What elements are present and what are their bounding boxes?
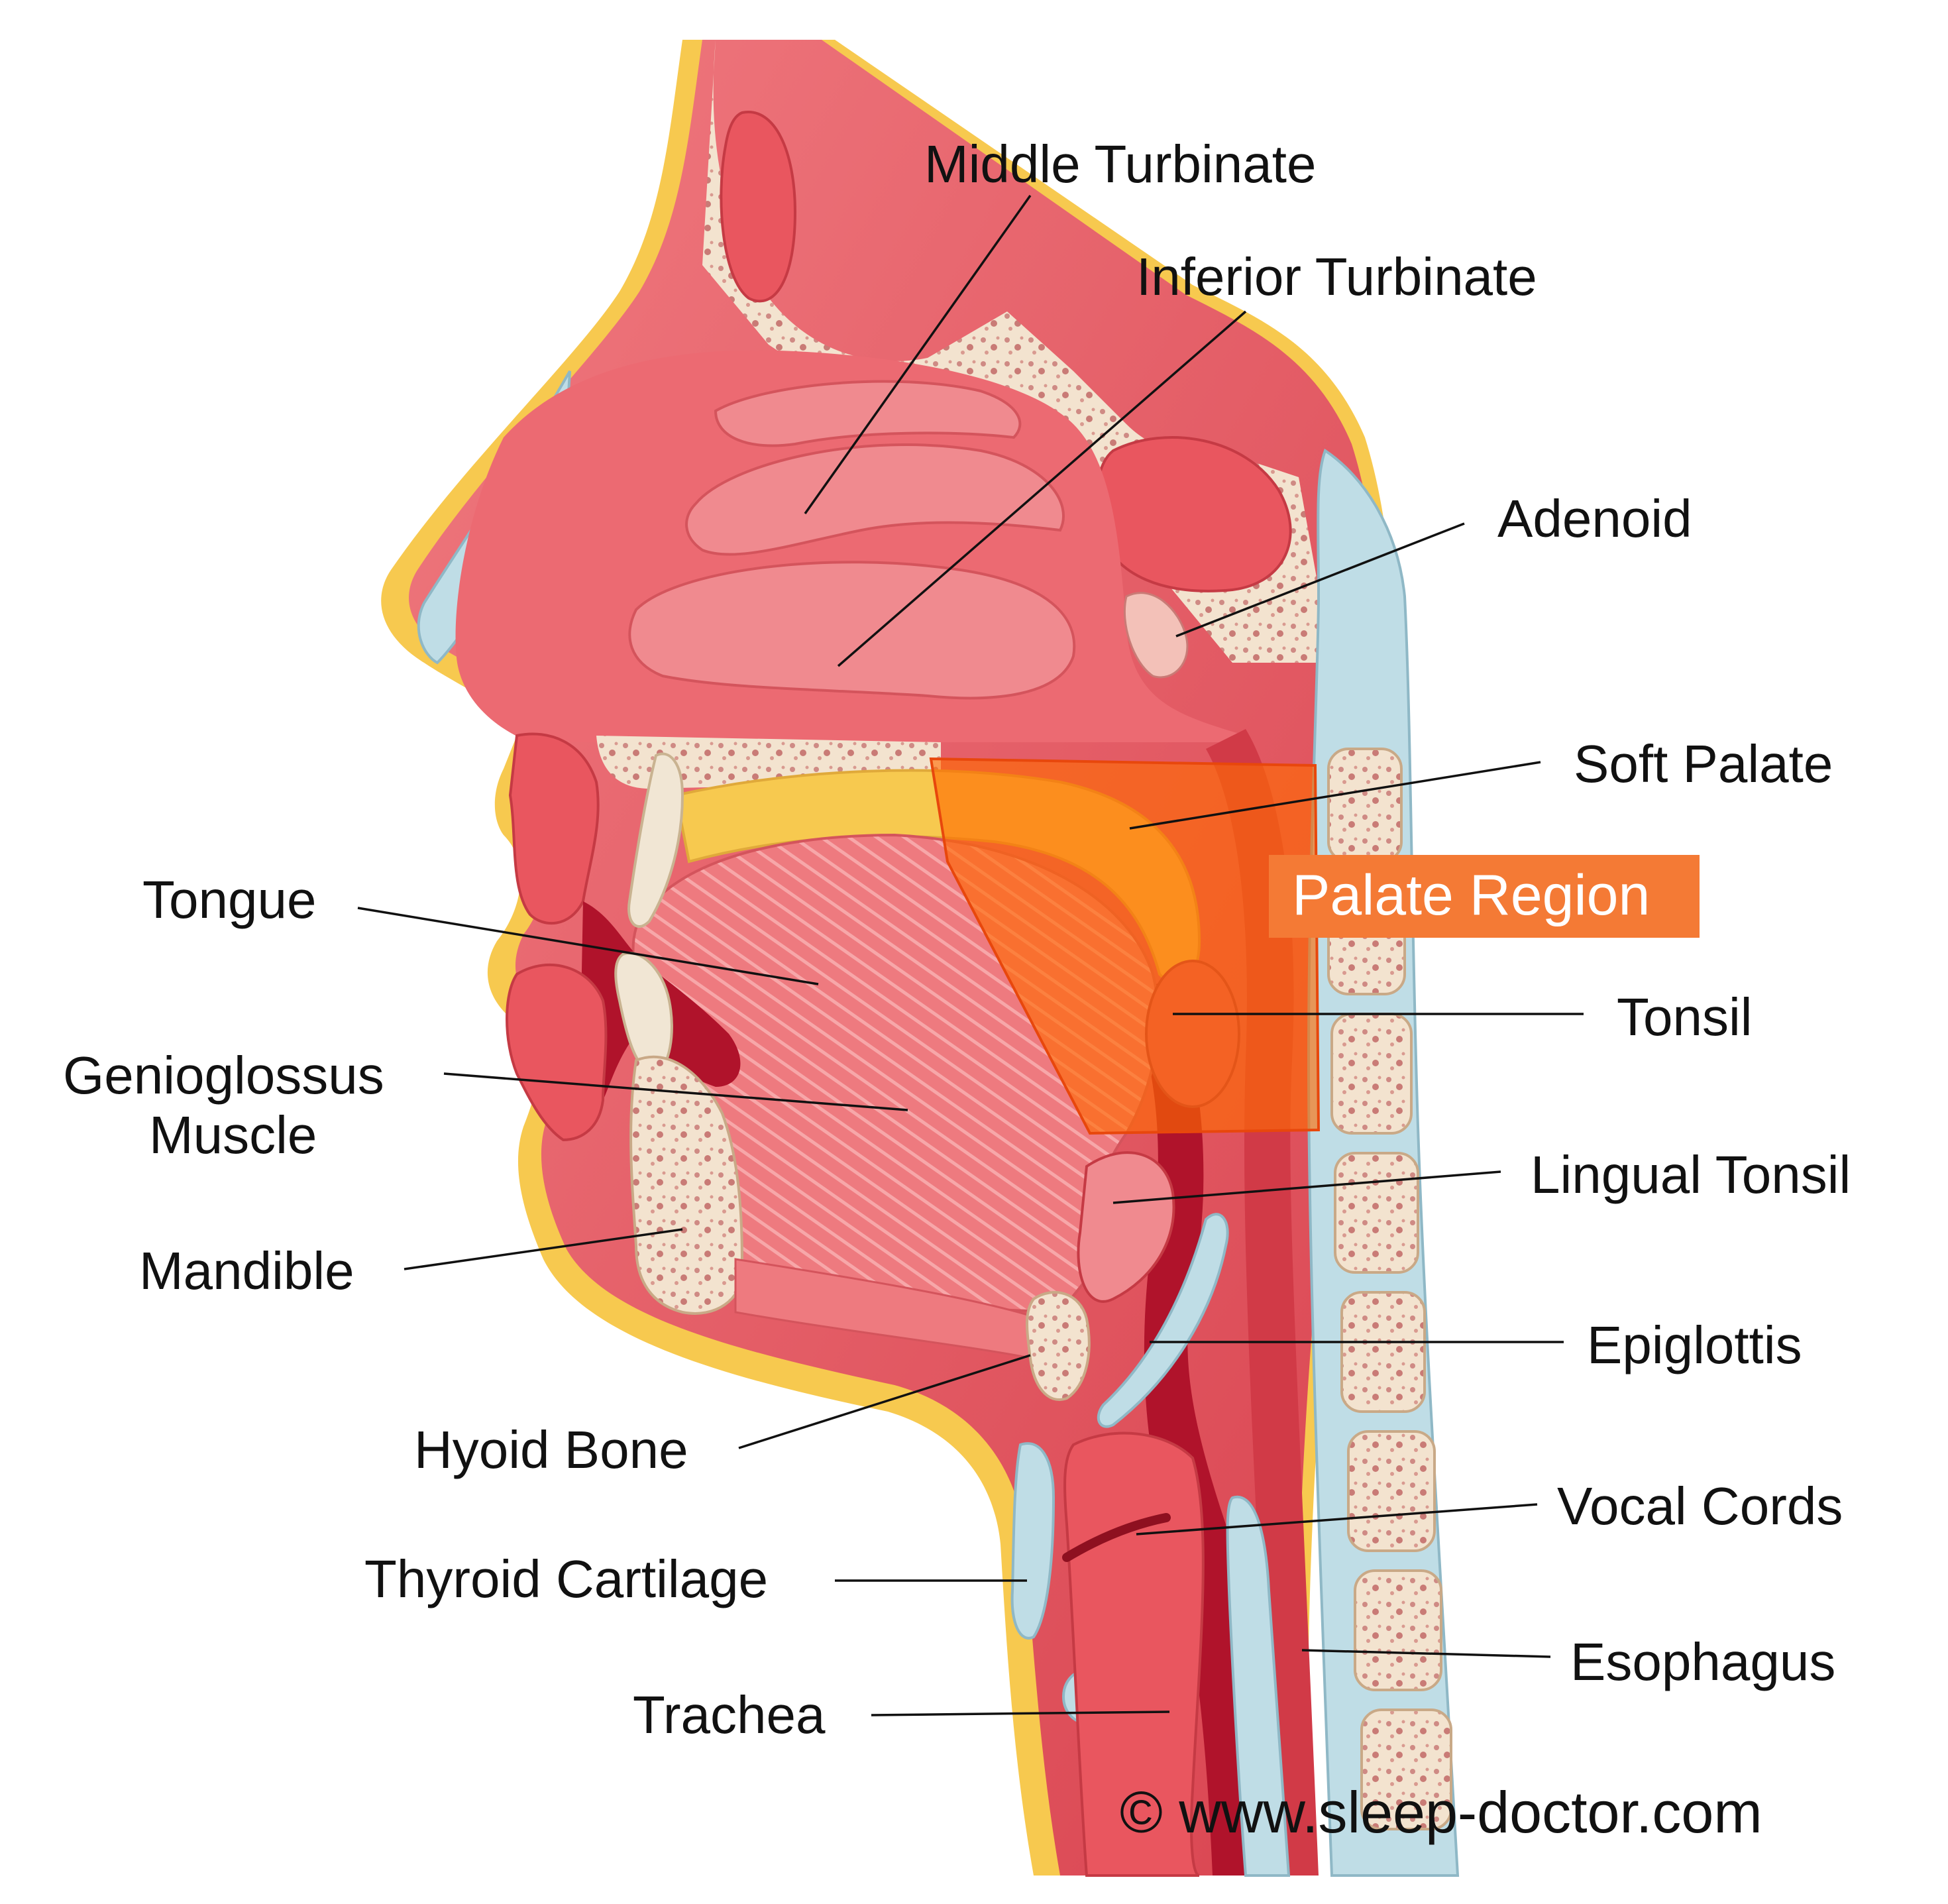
leader-trachea [871, 1710, 1170, 1716]
leader-genioglossus [443, 1072, 908, 1111]
label-tonsil: Tonsil [1617, 987, 1753, 1046]
vocal-cord-line [1062, 1513, 1171, 1562]
vertebrae [1327, 748, 1452, 1830]
lingual-tonsil-shape [1077, 1151, 1175, 1303]
label-middle-turbinate: Middle Turbinate [924, 135, 1316, 194]
leader-lines [357, 194, 1584, 1716]
label-epiglottis: Epiglottis [1587, 1316, 1802, 1374]
leader-lingual-tonsil [1112, 1170, 1501, 1204]
upper-lip [508, 732, 600, 924]
inferior-turbinate-shape [628, 561, 1076, 700]
lower-lip [506, 964, 608, 1142]
label-adenoid: Adenoid [1497, 489, 1692, 548]
label-mandible: Mandible [139, 1241, 354, 1300]
label-trachea: Trachea [633, 1685, 826, 1744]
label-thyroid-cartilage: Thyroid Cartilage [364, 1549, 768, 1608]
thyroid-cartilage-shape [1010, 1442, 1055, 1640]
label-genioglossus-1: Genioglossus [63, 1046, 384, 1105]
copyright-notice: © www.sleep-doctor.com [1120, 1779, 1762, 1845]
adenoid-shape [1123, 592, 1189, 679]
palate-region-overlay [929, 757, 1321, 1135]
label-genioglossus-2: Muscle [149, 1105, 317, 1164]
leader-vocal-cords [1136, 1503, 1538, 1536]
label-tongue: Tongue [142, 870, 316, 929]
mandible-shape [629, 1055, 744, 1315]
palate-region-label: Palate Region [1292, 864, 1650, 927]
leader-inferior-turbinate [837, 310, 1247, 667]
label-inferior-turbinate: Inferior Turbinate [1136, 247, 1537, 306]
leader-tongue [357, 907, 819, 985]
label-soft-palate: Soft Palate [1574, 734, 1833, 793]
label-hyoid-bone: Hyoid Bone [414, 1420, 688, 1479]
labels: Middle Turbinate Inferior Turbinate Aden… [63, 135, 1851, 1845]
palate-region-badge [1269, 855, 1700, 938]
label-lingual-tonsil: Lingual Tonsil [1531, 1145, 1851, 1204]
upper-incisor [627, 752, 684, 928]
superior-turbinate-shape [714, 380, 1022, 447]
leader-esophagus [1301, 1649, 1551, 1658]
esophagus-shape [1226, 1495, 1291, 1877]
label-esophagus: Esophagus [1570, 1632, 1835, 1691]
leader-middle-turbinate [804, 194, 1032, 515]
leader-adenoid [1175, 522, 1465, 638]
leader-hyoid [738, 1354, 1031, 1449]
middle-turbinate-shape [685, 443, 1065, 556]
hyoid-shape [1026, 1291, 1091, 1401]
label-vocal-cords: Vocal Cords [1557, 1477, 1843, 1536]
epiglottis-shape [1097, 1213, 1229, 1428]
leader-mandible [404, 1228, 683, 1270]
leader-soft-palate [1129, 761, 1541, 830]
frontal-sinus [720, 111, 797, 303]
